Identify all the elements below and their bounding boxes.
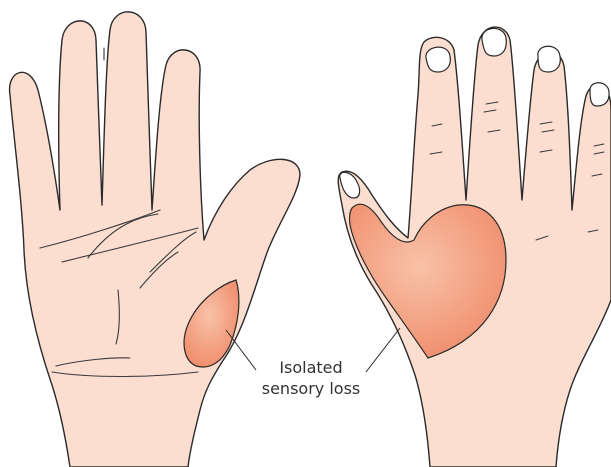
pointer-line-right (366, 328, 400, 372)
annotation-line-2: sensory loss (262, 379, 360, 398)
nail-middle (482, 28, 506, 56)
right-hand-dorsum (338, 27, 611, 467)
nail-index (426, 47, 450, 72)
annotation: Isolated sensory loss (226, 328, 400, 398)
annotation-line-1: Isolated (279, 358, 342, 377)
nail-ring (538, 46, 560, 72)
left-hand-palm (10, 12, 300, 467)
nail-little (590, 83, 609, 106)
